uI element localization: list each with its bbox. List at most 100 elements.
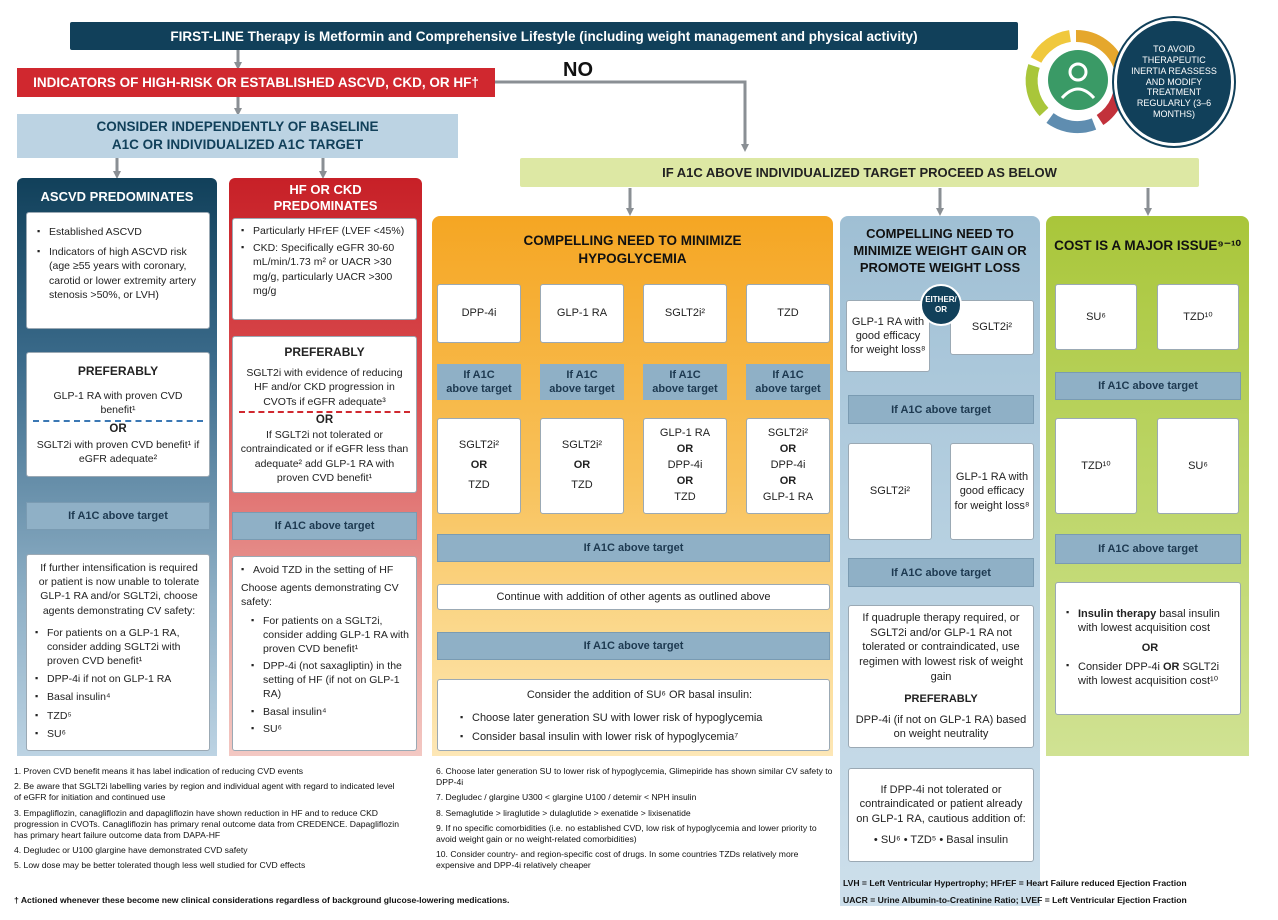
- hypo-if-a1c-4: If A1C above target: [746, 364, 830, 400]
- hypo-drug-glp1ra: GLP-1 RA: [540, 284, 624, 343]
- weight-quadruple-box: If quadruple therapy required, or SGLT2i…: [848, 605, 1034, 748]
- cost-dpp4i-post: SGLT2i with lowest acquisition cost¹⁰: [1078, 660, 1220, 688]
- ascvd-or-label: OR: [109, 423, 127, 436]
- hypo-if-a1c-3: If A1C above target: [643, 364, 727, 400]
- hypo-second-line-2: SGLT2i² OR TZD: [540, 418, 624, 514]
- footnote: 4. Degludec or U100 glargine have demons…: [14, 845, 248, 856]
- weight-glp1ra-text: GLP-1 RA with good efficacy for weight l…: [850, 315, 926, 357]
- ascvd-criteria-box: Established ASCVD Indicators of high ASC…: [26, 212, 210, 329]
- footnote: 1. Proven CVD benefit means it has label…: [14, 766, 304, 776]
- if-a1c-text: If A1C: [566, 368, 598, 381]
- hypo-consider-addition: Consider the addition of SU⁶ OR basal in…: [526, 689, 753, 701]
- hf-ckd-header: HF OR CKD PREDOMINATES: [229, 180, 422, 216]
- cost-tzd-box: TZD¹⁰: [1157, 284, 1239, 350]
- hypo-consider-item: Choose later generation SU with lower ri…: [460, 711, 819, 726]
- weight-dpp4i-text: DPP-4i (if not on GLP-1 RA) based on wei…: [855, 713, 1027, 741]
- ascvd-criteria-item: Indicators of high ASCVD risk (age ≥55 y…: [37, 245, 203, 302]
- hypo-continue-box: Continue with addition of other agents a…: [437, 584, 830, 610]
- first-line-therapy-text: FIRST-LINE Therapy is Metformin and Comp…: [170, 28, 918, 44]
- footnotes-middle: 6. Choose later generation SU to lower r…: [436, 766, 836, 875]
- weight-header-line-3: PROMOTE WEIGHT LOSS: [859, 259, 1021, 275]
- cost-insulin-item: Insulin therapy basal insulin with lowes…: [1066, 607, 1234, 636]
- above-target-text: above target: [549, 383, 615, 395]
- weight-dpp4i-not-tolerated-text: If DPP-4i not tolerated or contraindicat…: [856, 783, 1026, 825]
- hf-ckd-agent-item: Basal insulin⁴: [251, 705, 410, 719]
- weight-header: COMPELLING NEED TO MINIMIZE WEIGHT GAIN …: [840, 226, 1040, 277]
- insulin-therapy-label: Insulin therapy: [1078, 608, 1157, 620]
- hf-ckd-header-line-1: HF OR CKD: [289, 182, 362, 198]
- hf-ckd-criteria-item: Particularly HFrEF (LVEF <45%): [241, 224, 410, 238]
- or-label: OR: [573, 459, 591, 472]
- footnote: 2. Be aware that SGLT2i labelling varies…: [14, 781, 395, 803]
- above-target-text: above target: [652, 383, 718, 395]
- hypo-drug-tzd: TZD: [746, 284, 830, 343]
- indicators-banner: INDICATORS OF HIGH-RISK OR ESTABLISHED A…: [17, 68, 495, 97]
- ascvd-agent-item: DPP-4i if not on GLP-1 RA: [35, 672, 203, 686]
- hf-ckd-option-glp1: If SGLT2i not tolerated or contraindicat…: [240, 429, 409, 484]
- hypoglycemia-header-line-1: COMPELLING NEED TO MINIMIZE: [523, 233, 742, 248]
- hf-ckd-agent-item: DPP-4i (not saxagliptin) in the setting …: [251, 659, 410, 702]
- or-label: OR: [676, 443, 694, 456]
- cost-dpp4i-pre: Consider DPP-4i: [1078, 660, 1163, 673]
- footnote: 9. If no specific comorbidities (i.e. no…: [436, 822, 817, 844]
- hf-ckd-avoid-tzd: Avoid TZD in the setting of HF: [241, 563, 410, 577]
- hf-ckd-agent-item: For patients on a SGLT2i, consider addin…: [251, 614, 410, 657]
- drug-option: GLP-1 RA: [659, 427, 711, 440]
- cost-su-box-2: SU⁶: [1157, 418, 1239, 514]
- ascvd-intensification-text: If further intensification is required o…: [38, 562, 200, 617]
- above-target-text: above target: [755, 383, 821, 395]
- footnote: 5. Low dose may be better tolerated thou…: [14, 860, 306, 871]
- hypo-if-a1c-2: If A1C above target: [540, 364, 624, 400]
- ascvd-agent-item: Basal insulin⁴: [35, 690, 203, 704]
- cost-a1c-above-target-2: If A1C above target: [1055, 534, 1241, 564]
- weight-dpp4i-not-tolerated-box: If DPP-4i not tolerated or contraindicat…: [848, 768, 1034, 862]
- if-a1c-text: If A1C: [669, 368, 701, 381]
- cost-su-box: SU⁶: [1055, 284, 1137, 350]
- ascvd-option-sglt2i: SGLT2i with proven CVD benefit¹ if eGFR …: [36, 438, 200, 466]
- either-label: EITHER/: [925, 294, 957, 304]
- drug-option: SGLT2i²: [561, 439, 603, 452]
- hypoglycemia-header-line-2: HYPOGLYCEMIA: [578, 250, 687, 266]
- footnote: 7. Degludec / glargine U300 < glargine U…: [436, 792, 697, 803]
- hf-ckd-criteria-item: CKD: Specifically eGFR 30-60 mL/min/1.73…: [241, 241, 410, 298]
- footnote: 3. Empagliflozin, canagliflozin and dapa…: [14, 807, 399, 840]
- cost-tzd-box-2: TZD¹⁰: [1055, 418, 1137, 514]
- ascvd-a1c-above-target: If A1C above target: [26, 502, 210, 530]
- insulin-therapy-rest: basal insulin with lowest acquisition co…: [1078, 608, 1220, 635]
- first-line-therapy-banner: FIRST-LINE Therapy is Metformin and Comp…: [70, 22, 1018, 50]
- abbreviations-2: UACR = Urine Albumin-to-Creatinine Ratio…: [843, 895, 1187, 905]
- drug-option: TZD: [468, 478, 490, 491]
- consider-independently-banner: CONSIDER INDEPENDENTLY OF BASELINE A1C O…: [17, 114, 458, 158]
- weight-glp1ra-box: GLP-1 RA with good efficacy for weight l…: [846, 300, 930, 372]
- weight-sglt2i-box: SGLT2i²: [950, 300, 1034, 355]
- or-label: OR: [779, 443, 797, 456]
- footnote: 6. Choose later generation SU to lower r…: [436, 766, 833, 788]
- cost-dpp4i-item: Consider DPP-4i OR SGLT2i with lowest ac…: [1066, 660, 1234, 689]
- inertia-circle: TO AVOID THERAPEUTIC INERTIA REASSESS AN…: [1114, 18, 1234, 146]
- drug-option: TZD: [571, 478, 593, 491]
- hypo-drug-sglt2i: SGLT2i²: [643, 284, 727, 343]
- weight-a1c-above-target-2: If A1C above target: [848, 558, 1034, 587]
- weight-preferably-label: PREFERABLY: [904, 693, 978, 706]
- cost-a1c-above-target-1: If A1C above target: [1055, 372, 1241, 400]
- ascvd-agent-item: SU⁶: [35, 727, 203, 741]
- no-label: NO: [563, 59, 593, 81]
- if-a1c-text: If A1C: [772, 368, 804, 381]
- ascvd-intensification-box: If further intensification is required o…: [26, 554, 210, 751]
- hypo-a1c-above-target-2: If A1C above target: [437, 632, 830, 660]
- ascvd-preferably-label: PREFERABLY: [77, 363, 159, 378]
- abbreviations-1: LVH = Left Ventricular Hypertrophy; HFrE…: [843, 878, 1187, 888]
- either-or-badge: EITHER/OR: [920, 284, 962, 326]
- drug-option: SGLT2i²: [458, 439, 500, 452]
- drug-option: DPP-4i: [770, 459, 806, 472]
- hf-ckd-or-divider: [239, 410, 410, 413]
- hypo-a1c-above-target-1: If A1C above target: [437, 534, 830, 562]
- inertia-text: TO AVOID THERAPEUTIC INERTIA REASSESS AN…: [1131, 44, 1217, 119]
- ascvd-agent-item: For patients on a GLP-1 RA, consider add…: [35, 626, 203, 669]
- hf-ckd-criteria-box: Particularly HFrEF (LVEF <45%) CKD: Spec…: [232, 218, 417, 320]
- ascvd-criteria-item: Established ASCVD: [37, 225, 203, 239]
- drug-option: DPP-4i: [667, 459, 703, 472]
